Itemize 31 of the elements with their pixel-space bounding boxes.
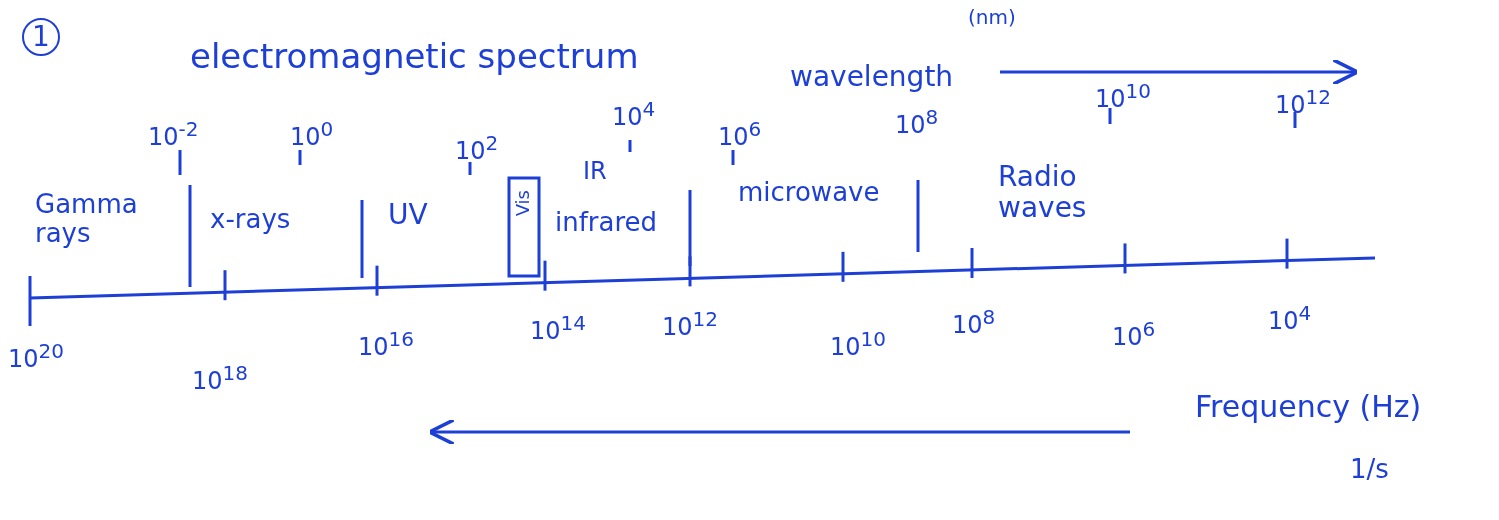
region-label: IR xyxy=(583,158,607,185)
tick-label: 10$^{6}$ xyxy=(718,118,762,151)
region-label: Gamma rays xyxy=(35,190,139,248)
step-number: 1 xyxy=(22,18,60,56)
tick-label: 10$^{0}$ xyxy=(290,118,334,151)
unit-label: 1/s xyxy=(1350,455,1389,484)
region-label: Vis xyxy=(513,190,533,217)
region-label: infrared xyxy=(555,208,658,237)
region-label: x-rays xyxy=(210,205,291,234)
axis-label: wavelength xyxy=(790,62,954,93)
region-label: microwave xyxy=(738,178,880,207)
unit-label: (nm) xyxy=(968,6,1016,28)
tick-label: 10$^{10}$ xyxy=(830,328,886,361)
tick-label: 10$^{14}$ xyxy=(530,312,586,345)
tick-label: 10$^{6}$ xyxy=(1112,318,1156,351)
tick-label: 10$^{10}$ xyxy=(1095,80,1151,113)
tick-label: 10$^{4}$ xyxy=(1268,302,1312,335)
tick-label: 10$^{12}$ xyxy=(1275,86,1331,119)
tick-label: 10$^{8}$ xyxy=(952,306,996,339)
region-label: UV xyxy=(388,200,428,231)
tick-label: 10$^{18}$ xyxy=(192,362,248,395)
tick-label: 10$^{4}$ xyxy=(612,98,656,131)
tick-label: 10$^{-2}$ xyxy=(148,118,199,151)
tick-label: 10$^{16}$ xyxy=(358,328,414,361)
tick-label: 10$^{12}$ xyxy=(662,308,718,341)
region-label: Radio waves xyxy=(998,162,1088,224)
tick-label: 10$^{8}$ xyxy=(895,106,939,139)
axis-label: Frequency (Hz) xyxy=(1195,390,1422,423)
tick-label: 10$^{2}$ xyxy=(455,132,499,165)
title: electromagnetic spectrum xyxy=(190,38,639,76)
tick-label: 10$^{20}$ xyxy=(8,340,64,373)
